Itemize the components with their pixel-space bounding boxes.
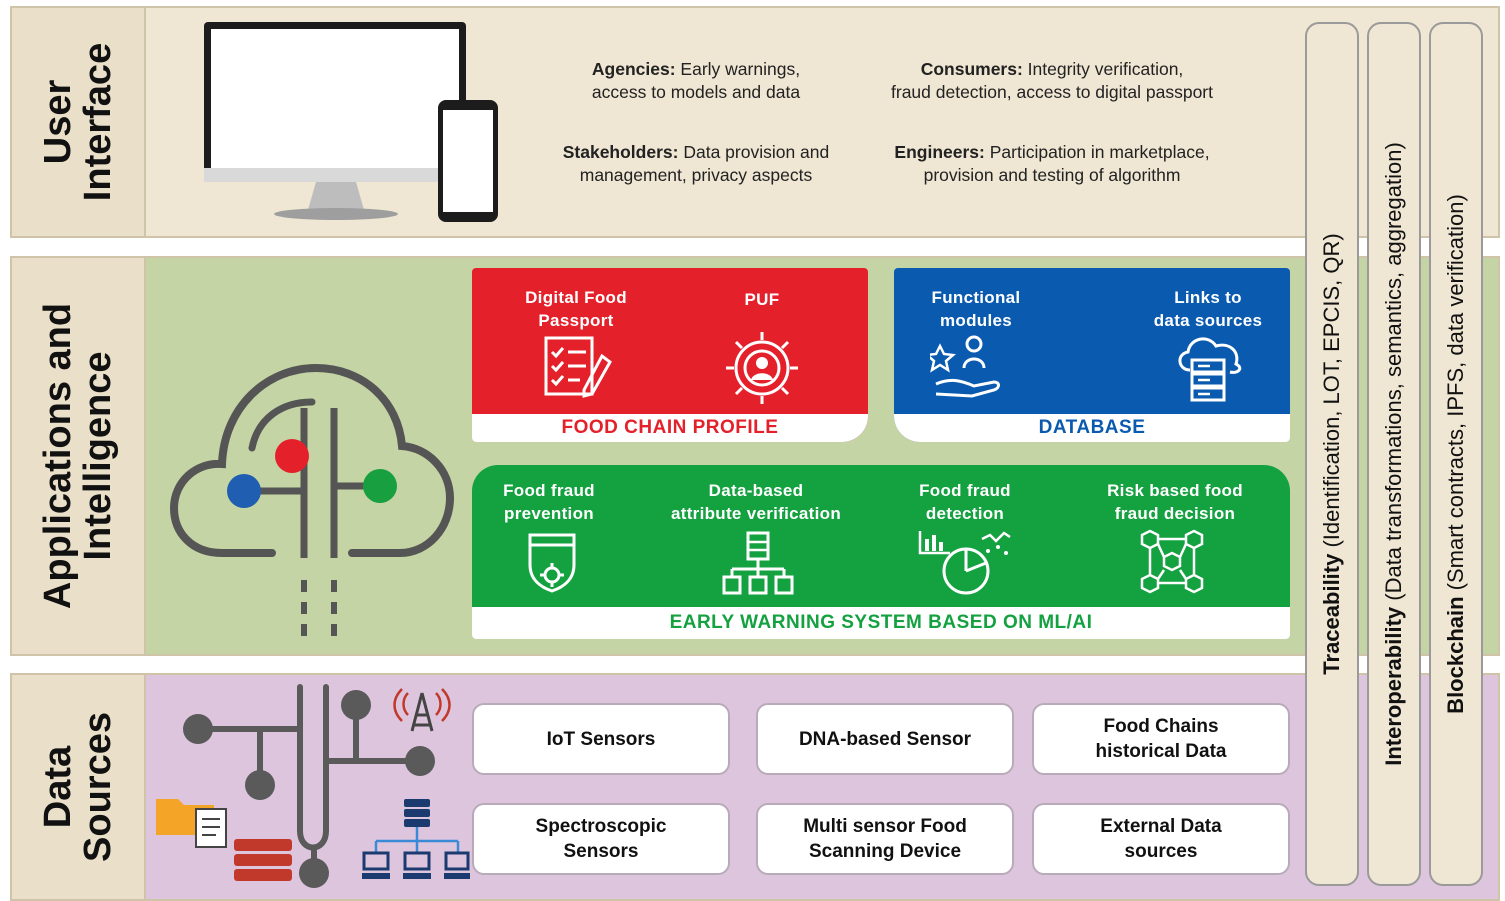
data-sources-side-label: Data Sources	[12, 675, 146, 899]
puf-target-icon	[726, 332, 798, 404]
hand-person-icon	[930, 335, 1000, 398]
blockchain-bar: Blockchain (Smart contracts, IPFS, data …	[1429, 22, 1483, 886]
agencies-description: Agencies: Early warnings, access to mode…	[591, 59, 801, 102]
puf-label: PUF	[744, 290, 780, 309]
applications-layer: Applications and Intelligence Digital Fo…	[10, 256, 1500, 656]
data-sources-title: Data Sources	[37, 712, 119, 862]
traceability-bar: Traceability (Identification, LOT, EPCIS…	[1305, 22, 1359, 886]
early-warning-footer: EARLY WARNING SYSTEM BASED ON ML/AI	[472, 607, 1290, 639]
analytics-chart-icon	[918, 531, 1011, 595]
user-interface-layer: User Interface Agencies: Early warnings,…	[10, 6, 1500, 238]
consumers-description: Consumers: Integrity verification, fraud…	[891, 59, 1213, 102]
stakeholders-description: Stakeholders: Data provision and managem…	[562, 142, 830, 185]
cloud-database-icon	[1178, 337, 1242, 402]
applications-title: Applications and Intelligence	[37, 302, 119, 610]
cloud-network-icon	[169, 363, 455, 638]
database-footer: DATABASE	[894, 414, 1290, 442]
data-sources-layer: Data Sources	[10, 673, 1500, 901]
blockchain-text: Blockchain (Smart contracts, IPFS, data …	[1443, 194, 1468, 714]
monitor-phone-icon	[204, 22, 498, 222]
interoperability-text: Interoperability (Data transformations, …	[1381, 142, 1406, 766]
prevention-gear-icon	[528, 533, 576, 593]
network-cubes-icon	[1140, 529, 1204, 594]
iot-sensors-box: IoT Sensors	[472, 703, 730, 775]
dna-sensor-box: DNA-based Sensor	[756, 703, 1014, 775]
user-interface-title: User Interface	[37, 42, 119, 202]
passport-document-icon	[544, 336, 612, 398]
applications-side-label: Applications and Intelligence	[12, 258, 146, 654]
hierarchy-icon	[722, 531, 794, 595]
data-network-icon	[156, 684, 470, 888]
food-chain-profile-footer: FOOD CHAIN PROFILE	[472, 414, 868, 442]
user-interface-side-label: User Interface	[12, 8, 146, 236]
interoperability-bar: Interoperability (Data transformations, …	[1367, 22, 1421, 886]
engineers-description: Engineers: Participation in marketplace,…	[894, 142, 1210, 185]
traceability-text: Traceability (Identification, LOT, EPCIS…	[1319, 233, 1344, 675]
